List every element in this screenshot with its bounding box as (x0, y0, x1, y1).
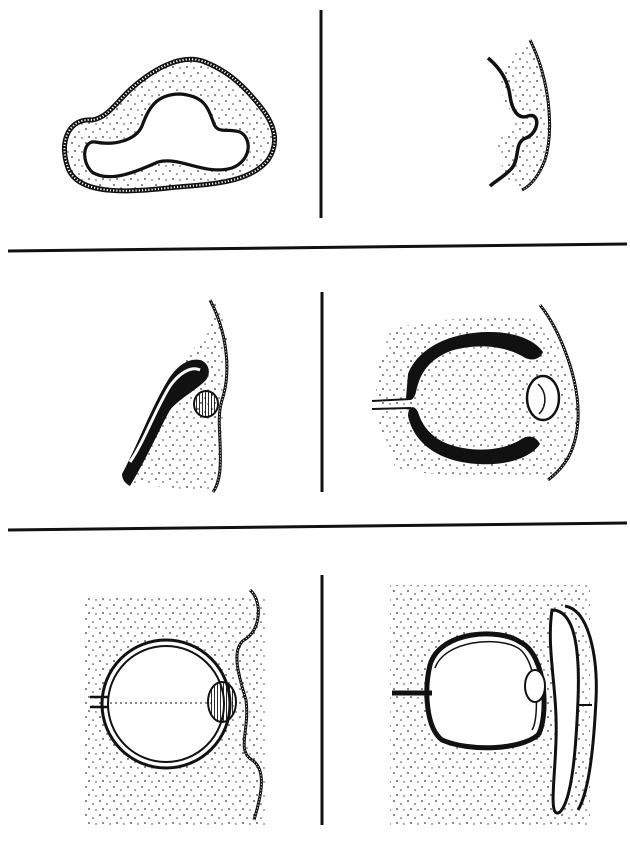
panel-5-eye-with-lids (85, 590, 265, 825)
divider-horizontal-2 (8, 523, 627, 530)
panel-3-optic-vesicle (120, 300, 229, 492)
divider-horizontal-1 (8, 244, 627, 251)
panel-6-eye-lids-fused (390, 585, 596, 825)
panel-1-fold-loop (64, 59, 274, 191)
panel-2-invagination (488, 40, 550, 190)
panel-4-optic-cup (372, 305, 578, 480)
